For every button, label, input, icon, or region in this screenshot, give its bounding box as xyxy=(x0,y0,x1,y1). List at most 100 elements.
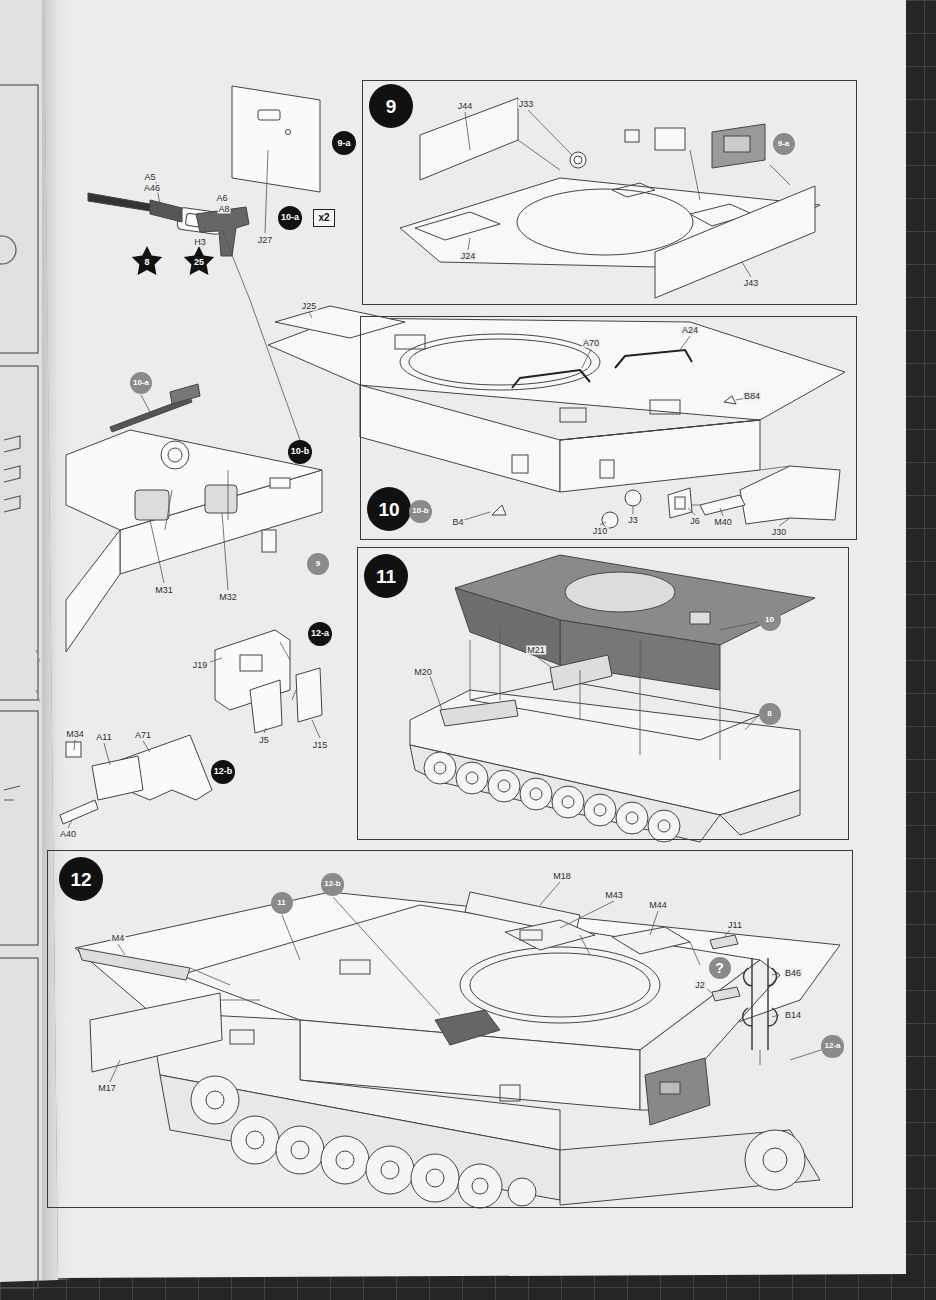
part-number: M4 xyxy=(111,934,126,943)
paint-star: 25 xyxy=(188,251,210,273)
star-outline xyxy=(132,246,162,275)
previous-page-boxes xyxy=(0,85,38,1288)
callout-number: x2 xyxy=(318,213,329,223)
part-number: B4 xyxy=(451,518,464,527)
paint-star: 8 xyxy=(136,251,158,273)
part-number: A46 xyxy=(143,184,161,193)
step-number: 12 xyxy=(59,857,103,901)
step9-leaders xyxy=(465,110,790,277)
part-number: J44 xyxy=(457,102,474,111)
part-number: B84 xyxy=(743,392,761,401)
part-number: J24 xyxy=(460,252,477,261)
callout-number: 9 xyxy=(316,560,320,568)
substep-badge: 12-b xyxy=(211,760,236,785)
part-number: B46 xyxy=(784,969,802,978)
part-number: J5 xyxy=(258,736,270,745)
callout-number: 25 xyxy=(194,258,204,267)
step-panel: 9 9-a xyxy=(362,80,857,305)
step12-road-wheels xyxy=(191,1076,536,1208)
callout-number: 11 xyxy=(277,899,285,907)
callout-number: 10 xyxy=(765,616,774,624)
step-panel: 1010-b xyxy=(360,316,857,540)
part-number: M20 xyxy=(413,668,433,677)
step11-hull xyxy=(410,555,815,842)
callout-number: 10-a xyxy=(133,379,149,387)
reference-circle: 9 xyxy=(307,553,329,575)
part-number: M34 xyxy=(65,730,85,739)
substep-badge: 10-b xyxy=(288,440,313,465)
part-number: A24 xyxy=(681,326,699,335)
part-number: M18 xyxy=(552,872,572,881)
reference-circle: ? xyxy=(709,957,731,979)
part-number: M44 xyxy=(648,901,668,910)
part-number: J11 xyxy=(727,921,743,930)
part-number: A70 xyxy=(582,339,600,348)
part-number: A8 xyxy=(217,205,230,214)
step11-road-wheels xyxy=(424,752,680,842)
callout-number: 10-b xyxy=(291,447,310,456)
callout-number: 12-b xyxy=(324,880,340,888)
part-number: J3 xyxy=(627,516,639,525)
page xyxy=(44,0,906,1278)
step12-hooks xyxy=(743,958,777,1050)
step12-hull xyxy=(75,892,840,1205)
quantity-box: x2 xyxy=(313,209,335,227)
callout-number: 12-a xyxy=(311,629,329,638)
part-number: J10 xyxy=(592,527,609,536)
step-number: 11 xyxy=(364,554,408,598)
reference-circle: 10-a xyxy=(130,372,152,394)
part-number: J15 xyxy=(312,741,329,750)
substep-badge: 10-a xyxy=(278,206,302,230)
part-number: J43 xyxy=(743,279,760,288)
step11-leaders xyxy=(430,622,758,760)
part-number: A6 xyxy=(215,194,228,203)
step10-superstructure xyxy=(268,306,845,528)
part-number: M31 xyxy=(154,586,174,595)
callout-number: ? xyxy=(715,961,724,975)
part-number: J6 xyxy=(689,517,701,526)
substep-badge: 12-a xyxy=(308,622,332,646)
reference-circle: 12-a xyxy=(821,1035,843,1057)
subassembly-parts xyxy=(60,86,322,824)
part-number: A5 xyxy=(143,173,156,182)
step-number: 9 xyxy=(369,84,413,128)
leader-lines xyxy=(68,150,320,828)
substep-badge: 9-a xyxy=(332,131,356,155)
callout-number: 10-a xyxy=(281,213,299,222)
callout-number: 12-a xyxy=(824,1042,840,1050)
part-number: A11 xyxy=(95,733,112,742)
part-number: H3 xyxy=(193,238,207,247)
part-number: M32 xyxy=(218,593,238,602)
callout-number: 9-a xyxy=(778,140,790,148)
callout-number: 8 xyxy=(144,258,149,267)
part-number: J33 xyxy=(518,100,535,109)
step9-hull-floor xyxy=(400,98,820,298)
part-number: M21 xyxy=(526,646,546,655)
star-outline xyxy=(184,246,214,275)
reference-circle: 10-b xyxy=(409,500,431,522)
part-number: B14 xyxy=(784,1011,802,1020)
part-number: J19 xyxy=(192,661,209,670)
callout-number: 10-b xyxy=(412,507,428,515)
step-panel: 11 10 8 xyxy=(357,547,849,840)
callout-number: 9-a xyxy=(337,139,350,148)
part-number: J2 xyxy=(694,981,706,990)
part-number: J25 xyxy=(301,302,318,311)
staple-marks xyxy=(36,650,40,702)
callout-number: 8 xyxy=(767,710,771,718)
part-number: M43 xyxy=(604,891,624,900)
reference-circle: 12-b xyxy=(321,873,343,895)
part-number: M17 xyxy=(97,1084,117,1093)
step12-leaders xyxy=(110,882,821,1082)
reference-circle: 10 xyxy=(759,609,781,631)
callout-number: 12-b xyxy=(214,767,233,776)
part-number: M40 xyxy=(713,518,733,527)
reference-circle: 8 xyxy=(759,703,781,725)
part-number: A40 xyxy=(59,830,77,839)
reference-circle: 11 xyxy=(271,892,293,914)
part-number: A71 xyxy=(134,731,152,740)
